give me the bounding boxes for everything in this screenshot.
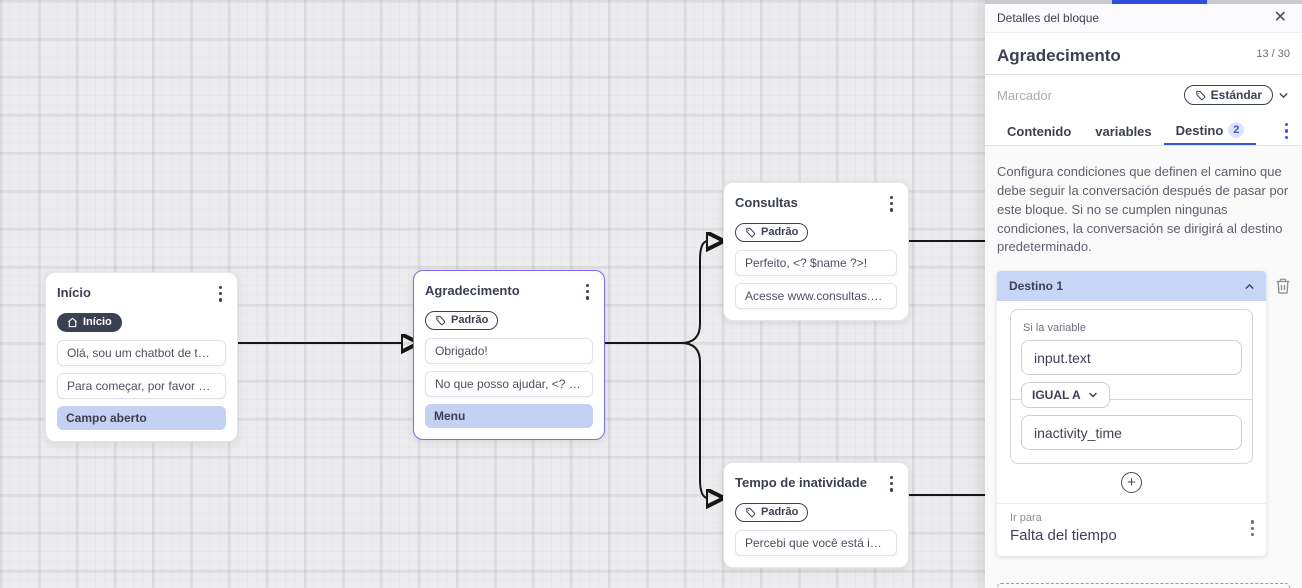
chevron-down-icon[interactable] — [1277, 89, 1290, 102]
tag-icon — [746, 507, 756, 517]
tab-label: Contenido — [1007, 123, 1072, 139]
node-type-badge: Início — [57, 312, 122, 332]
char-counter: 13 / 30 — [1256, 48, 1290, 60]
chevron-up-icon[interactable] — [1243, 280, 1256, 293]
badge-label: Padrão — [761, 225, 799, 238]
chevron-down-icon — [1088, 392, 1097, 398]
node-menu-icon[interactable] — [886, 193, 897, 215]
destination-description: Configura condiciones que definen el cam… — [997, 164, 1289, 255]
goto-value: Falta del tiempo — [1010, 527, 1117, 545]
node-title: Consultas — [735, 195, 798, 210]
add-condition-icon[interactable]: + — [1121, 472, 1142, 494]
message-item[interactable]: No que posso ajudar, <? $name ... — [425, 370, 593, 397]
tag-icon — [1195, 90, 1205, 100]
condition-divider — [1011, 399, 1252, 401]
marker-select[interactable]: Estándar — [1183, 85, 1273, 105]
node-type-badge: Padrão — [735, 222, 809, 242]
tabs-overflow-menu-icon[interactable] — [1281, 120, 1292, 142]
block-name-input[interactable]: Agradecimento — [997, 46, 1121, 65]
operator-value: IGUAL A — [1032, 388, 1081, 403]
goto-label: Ir para — [1010, 512, 1042, 525]
message-item[interactable]: Olá, sou um chatbot de teste! — [57, 339, 226, 366]
tab-count-badge: 2 — [1228, 122, 1245, 138]
badge-label: Padrão — [451, 313, 489, 326]
message-item[interactable]: Obrigado! — [425, 337, 593, 364]
tab-contenido[interactable]: Contenido — [995, 117, 1083, 145]
home-icon — [68, 317, 77, 327]
tab-label: Destino — [1175, 122, 1224, 138]
node-title: Início — [57, 285, 91, 300]
tag-icon — [746, 227, 756, 237]
flow-node-agradecimento[interactable]: Agradecimento Padrão Obrigado! No que po… — [413, 270, 605, 440]
badge-label: Padrão — [761, 505, 799, 518]
variable-input[interactable] — [1021, 340, 1242, 376]
tab-variables[interactable]: variables — [1083, 117, 1163, 145]
node-menu-icon[interactable] — [215, 283, 226, 305]
message-item[interactable]: Acesse www.consultas.com par... — [735, 282, 897, 309]
flow-node-inicio[interactable]: Início Início Olá, sou um chatbot de tes… — [45, 272, 238, 442]
flow-node-tempo-inatividade[interactable]: Tempo de inatividade Padrão Percebi que … — [723, 462, 909, 568]
marker-value: Estándar — [1210, 88, 1262, 102]
flow-node-consultas[interactable]: Consultas Padrão Perfeito, <? $name ?>! … — [723, 182, 909, 321]
destination-title: Destino 1 — [1009, 279, 1064, 294]
node-title: Tempo de inatividade — [735, 475, 867, 490]
marker-label: Marcador — [997, 87, 1052, 103]
delete-destination-button[interactable] — [1274, 277, 1292, 295]
destination-card-header[interactable]: Destino 1 — [997, 271, 1266, 302]
condition-box: Si la variable IGUAL A — [1010, 309, 1253, 465]
node-menu-icon[interactable] — [886, 473, 897, 495]
message-item[interactable]: Para começar, por favor digite o ... — [57, 372, 226, 399]
node-menu-icon[interactable] — [582, 281, 593, 303]
goto-menu-icon[interactable] — [1247, 517, 1258, 539]
block-details-panel: Detalles del bloque ✕ Agradecimento 13 /… — [985, 0, 1302, 588]
open-field-row[interactable]: Campo aberto — [57, 405, 226, 430]
message-item[interactable]: Perfeito, <? $name ?>! — [735, 249, 897, 276]
panel-title: Detalles del bloque — [997, 11, 1100, 25]
tag-icon — [436, 315, 446, 325]
add-destination-button[interactable]: Agregar destino — [997, 583, 1290, 588]
tab-label: variables — [1095, 123, 1152, 139]
node-title: Agradecimento — [425, 283, 520, 298]
active-tab-indicator — [1112, 0, 1207, 4]
tab-destino[interactable]: Destino 2 — [1163, 117, 1257, 145]
operator-select[interactable]: IGUAL A — [1021, 382, 1110, 409]
node-type-badge: Padrão — [735, 502, 809, 522]
compare-value-input[interactable] — [1021, 415, 1242, 451]
top-strip — [985, 0, 1302, 4]
badge-label: Início — [83, 315, 112, 328]
trash-icon — [1276, 278, 1290, 294]
menu-row[interactable]: Menu — [425, 403, 593, 428]
message-item[interactable]: Percebi que você está inativo. C... — [735, 529, 897, 556]
close-icon[interactable]: ✕ — [1273, 9, 1287, 26]
condition-label: Si la variable — [1023, 322, 1086, 335]
goto-row[interactable]: Ir para Falta del tiempo — [997, 503, 1266, 556]
destination-card: Destino 1 Si la variable IGUAL A — [997, 271, 1266, 557]
panel-tabs: Contenido variables Destino 2 — [985, 117, 1302, 146]
node-type-badge: Padrão — [425, 310, 499, 330]
